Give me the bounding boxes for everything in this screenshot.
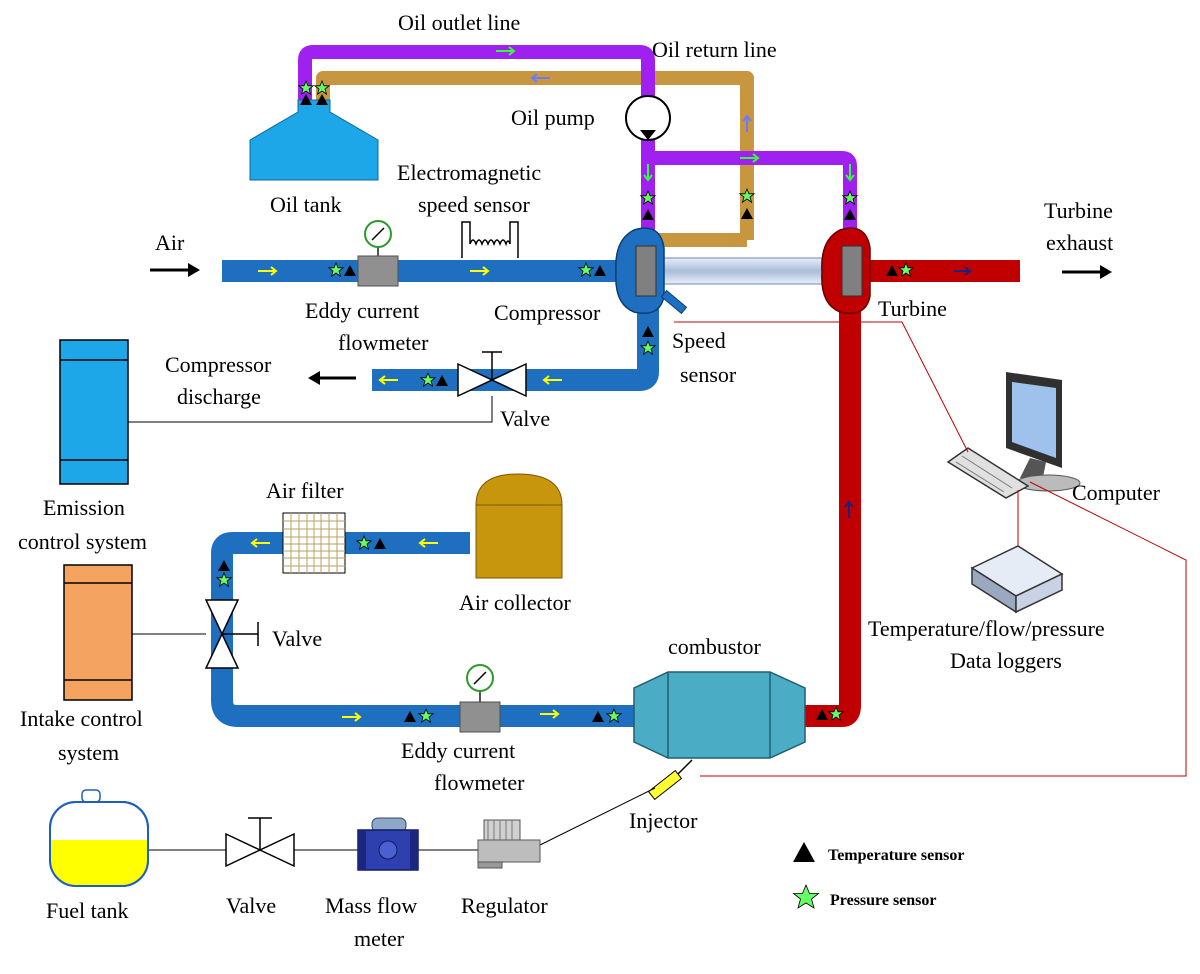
signal-wires (674, 321, 1187, 777)
label-oil-tank: Oil tank (270, 192, 342, 217)
flow-arrows (250, 46, 972, 722)
label-eddy-bot-2: flowmeter (434, 770, 525, 795)
legend: Temperature sensor Pressure sensor (792, 842, 964, 909)
label-loggers-2: Data loggers (950, 648, 1062, 673)
fuel-tank (49, 789, 149, 887)
data-logger (970, 545, 1064, 614)
label-valve-bot: Valve (226, 893, 276, 918)
label-em-speed-sensor-1: Electromagnetic (397, 160, 541, 185)
temperature-legend-icon (793, 842, 815, 862)
label-valve-mid: Valve (272, 626, 322, 651)
label-compressor-discharge-1: Compressor (165, 352, 272, 377)
air-intake-pipe (222, 260, 642, 282)
legend-temperature: Temperature sensor (828, 847, 964, 864)
injector (647, 759, 693, 801)
label-eddy-bot-1: Eddy current (401, 738, 515, 763)
label-oil-outlet-line: Oil outlet line (398, 10, 520, 35)
label-turbine-exhaust-1: Turbine (1044, 198, 1113, 223)
label-computer: Computer (1072, 480, 1161, 505)
turbine-exhaust-arrow (1062, 265, 1112, 279)
label-oil-return-line: Oil return line (652, 37, 777, 62)
label-injector: Injector (629, 808, 698, 833)
emission-control-system (59, 339, 129, 485)
turbine (821, 227, 871, 314)
eddy-current-flowmeter-bottom (459, 664, 501, 733)
mass-flow-meter (357, 817, 419, 871)
label-air-collector: Air collector (459, 590, 571, 615)
label-turbine-exhaust-2: exhaust (1046, 230, 1113, 255)
label-oil-pump: Oil pump (511, 105, 595, 130)
air-inlet-arrow (150, 263, 200, 277)
eddy-current-flowmeter-top (357, 220, 399, 287)
oil-tank (249, 99, 379, 181)
label-emission-2: control system (18, 529, 147, 554)
compressor-discharge-arrow (308, 371, 356, 385)
intake-control-system (63, 564, 133, 701)
label-eddy-top-1: Eddy current (305, 298, 419, 323)
oil-pump (625, 95, 671, 141)
label-combustor: combustor (668, 634, 762, 659)
valve-top (457, 351, 527, 398)
regulator (477, 819, 541, 869)
air-filter (282, 512, 346, 574)
label-compressor: Compressor (494, 300, 601, 325)
labels: Oil outlet line Oil return line Oil pump… (18, 10, 1161, 951)
compressor-discharge-pipe (372, 300, 659, 391)
label-emission-1: Emission (43, 495, 125, 520)
pressure-legend-icon (792, 883, 820, 909)
speed-sensor (660, 289, 688, 315)
legend-pressure: Pressure sensor (830, 892, 937, 909)
exhaust-pipe (805, 260, 1020, 727)
computer-monitor (1006, 372, 1081, 492)
valve-bottom (225, 817, 295, 868)
label-intake-1: Intake control (20, 706, 143, 731)
label-eddy-top-2: flowmeter (338, 330, 429, 355)
emission-signal-line (128, 396, 493, 423)
label-air-filter: Air filter (266, 478, 344, 503)
label-speed-sensor-1: Speed (672, 328, 726, 353)
label-intake-2: system (58, 740, 119, 765)
label-fuel-tank: Fuel tank (46, 898, 129, 923)
label-loggers-1: Temperature/flow/pressure (868, 616, 1105, 641)
label-em-speed-sensor-2: speed sensor (418, 192, 530, 217)
label-air: Air (155, 230, 185, 255)
turbocharger-shaft (654, 257, 841, 285)
label-mass-flow-1: Mass flow (325, 893, 417, 918)
label-mass-flow-2: meter (354, 926, 405, 951)
compressor (615, 227, 665, 314)
label-compressor-discharge-2: discharge (177, 384, 261, 409)
electromagnetic-speed-sensor (461, 221, 519, 258)
label-valve-top: Valve (500, 406, 550, 431)
label-turbine: Turbine (878, 296, 947, 321)
label-regulator: Regulator (461, 893, 548, 918)
keyboard (946, 447, 1030, 499)
fuel-line (148, 787, 656, 851)
combustor (633, 671, 806, 759)
air-collector (475, 473, 563, 579)
label-speed-sensor-2: sensor (680, 362, 737, 387)
valve-mid (204, 599, 259, 669)
